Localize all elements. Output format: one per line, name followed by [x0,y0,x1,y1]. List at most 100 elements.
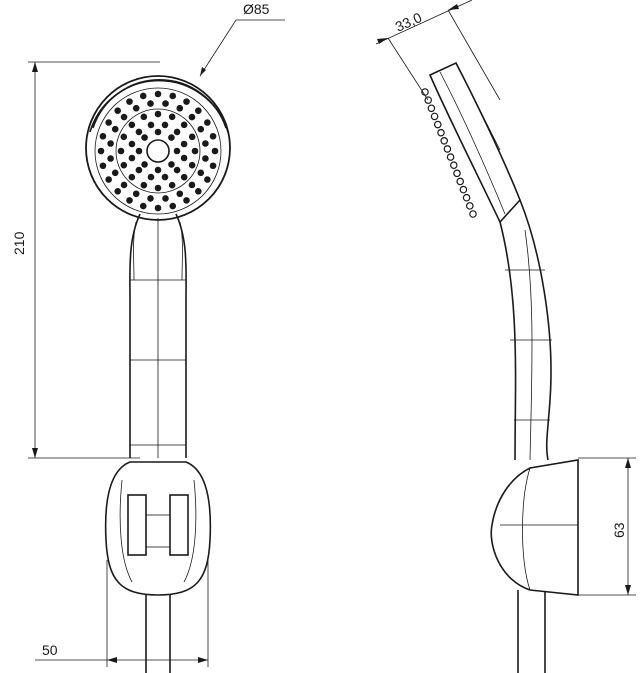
shower-head-front [85,75,231,221]
nozzle-side [433,120,442,129]
thickness-label: 33,0 [393,9,425,35]
nozzle-dot [99,162,107,170]
nozzle-dot [147,173,155,181]
nozzle-dot [120,113,128,121]
nozzle-dot [147,195,154,202]
nozzle-dot [126,197,133,204]
nozzle-dot [147,121,155,129]
diameter-dimension: Ø85 [199,1,285,77]
nozzle-side [465,202,474,210]
nozzle-dot [114,188,121,195]
nozzle-dot [120,133,128,141]
nozzle-dot [126,98,133,105]
nozzle-side [449,161,458,170]
nozzle-dot [140,181,148,189]
hose-front [145,595,171,673]
nozzle-dot [168,181,176,189]
nozzle-dot [128,140,136,148]
nozzle-dot [173,147,181,155]
nozzle-dot [139,92,147,100]
nozzle-dot [154,128,162,136]
nozzle-dot [204,119,211,126]
nozzle-dot [180,140,188,148]
nozzle-dot [154,166,162,174]
nozzle-dot [128,173,136,181]
shower-head-side [421,61,521,224]
nozzle-dot [191,147,199,155]
nozzle-dot [99,132,107,140]
nozzle-dot [173,166,181,174]
nozzle-dot [117,147,125,155]
height-dimension: 210 [11,61,160,459]
nozzle-dot [168,161,175,168]
nozzle-dot [202,155,209,162]
nozzle-dot [128,121,136,129]
nozzle-dot [183,197,190,204]
nozzle-side [456,177,465,186]
nozzle-dot [132,190,140,198]
nozzle-dot [195,107,202,114]
nozzle-dot [188,133,196,141]
nozzle-side [462,193,471,202]
nozzle-dot [128,154,136,162]
nozzle-side [446,153,455,161]
nozzle-dot [141,161,148,168]
nozzle-dot [209,162,217,170]
nozzle-dot [197,169,205,177]
nozzle-dot [154,110,162,118]
height-label: 210 [11,231,27,255]
nozzle-dot [114,107,121,114]
nozzle-dot [188,161,196,169]
nozzle-dot [139,202,147,210]
wall-holder-side [490,459,579,596]
nozzle-dot [135,147,143,155]
nozzle-dot [154,90,162,98]
nozzle-dot [161,173,169,181]
nozzle-side [443,145,452,153]
nozzle-dot [183,98,190,105]
nozzle-dot [140,113,148,121]
nozzle-dot [168,113,176,121]
nozzle-dot [180,154,188,162]
front-view: 210 Ø85 [11,1,285,673]
nozzle-dot [111,169,119,177]
side-view: 33,0 63 [375,0,636,673]
nozzle-dot [211,147,219,155]
holder-height-dimension: 63 [578,457,636,596]
nozzle-dot [147,100,154,107]
nozzle-dot [169,92,177,100]
nozzle-dot [188,113,196,121]
nozzle-dot [168,134,175,141]
nozzle-dot [111,125,119,133]
nozzle-dot [141,134,148,141]
side-nozzles [421,88,477,218]
nozzle-dot [132,104,140,112]
nozzle-dot [105,176,112,183]
nozzle-dot [197,125,205,133]
nozzle-dot [209,132,217,140]
nozzle-side [469,210,477,218]
nozzle-dot [180,173,188,181]
nozzle-dot [135,128,143,136]
nozzle-dot [176,104,184,112]
nozzle-side [459,185,468,194]
wall-holder-front [104,461,212,596]
nozzle-dot [97,147,105,155]
nozzle-dot [188,181,196,189]
nozzle-dot [154,204,162,212]
nozzle-dot [154,184,162,192]
nozzle-side [440,137,449,145]
thickness-dimension: 33,0 [375,0,501,101]
handle-side [499,199,552,461]
nozzle-side [430,112,439,121]
nozzle-dot [120,161,128,169]
nozzle-dot [162,195,169,202]
width-label: 50 [42,642,58,658]
nozzle-side [453,169,461,178]
nozzle-dot [161,121,169,129]
diameter-label: Ø85 [243,1,270,17]
nozzle-dot [162,100,169,107]
nozzle-side [424,96,433,104]
nozzle-dot [204,176,211,183]
